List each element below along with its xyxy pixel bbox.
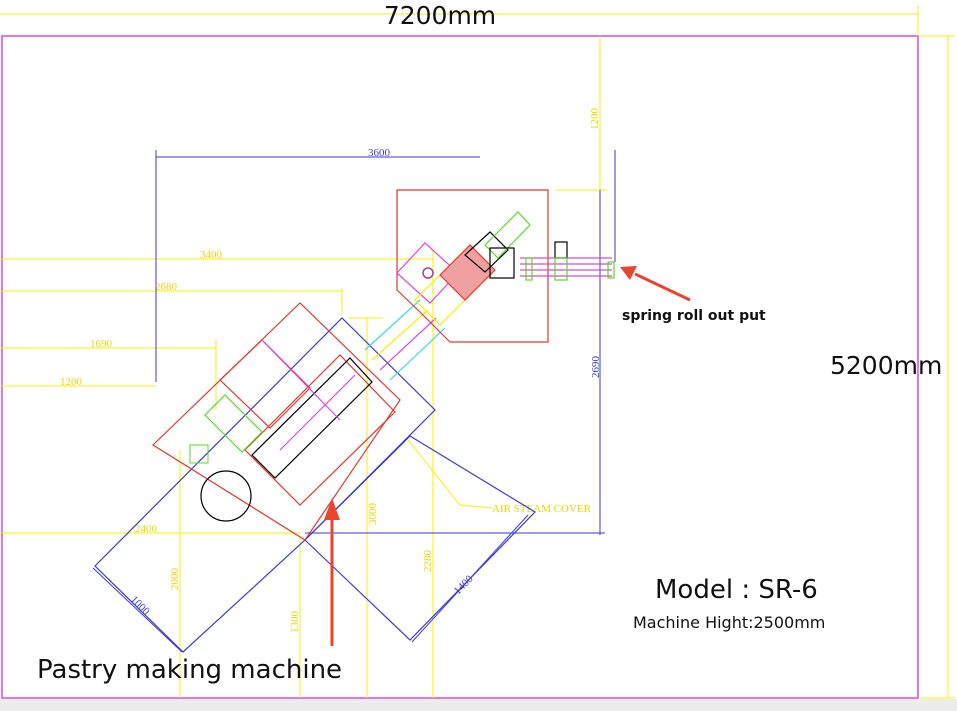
- dim-1200-left: 1200: [60, 376, 83, 388]
- machine-footprint: [94, 317, 536, 653]
- dim-1690: 1690: [90, 338, 113, 350]
- pastry-machine: [152, 302, 401, 541]
- dim-3400: 3400: [200, 249, 223, 261]
- annotation-arrows: [324, 266, 691, 646]
- roller-icon: [422, 267, 434, 279]
- dim-2000: 2000: [169, 568, 181, 591]
- yellow-dimensions: [0, 36, 607, 698]
- room-border: [1, 35, 919, 699]
- air-steam-cover-label: AIR STEAM COVER: [492, 503, 592, 515]
- motor-part: [189, 444, 209, 464]
- overall-dimensions: [0, 6, 955, 699]
- dim-1200-top: 1200: [589, 108, 601, 131]
- dim-2400: 2400: [135, 523, 158, 535]
- width-label: 7200mm: [384, 1, 496, 30]
- conveyor: [364, 299, 446, 381]
- dim-3000: 3000: [367, 503, 379, 526]
- round-tank: [200, 470, 252, 522]
- dim-3600: 3600: [368, 147, 391, 159]
- model-label: Model : SR-6: [655, 575, 818, 605]
- machine-height-label: Machine Hight:2500mm: [633, 613, 825, 632]
- height-label: 5200mm: [830, 351, 942, 380]
- bottom-bar: [0, 699, 957, 711]
- dim-2280: 2280: [422, 550, 434, 573]
- spring-roll-output-label: spring roll out put: [622, 308, 766, 324]
- spring-roll-unit: [396, 189, 615, 343]
- dim-2690: 2690: [590, 356, 602, 379]
- blue-dimensions: [92, 150, 616, 653]
- pastry-machine-label: Pastry making machine: [37, 655, 342, 685]
- dim-2680: 2680: [155, 281, 178, 293]
- dim-1300: 1300: [289, 611, 301, 634]
- dim-1000: 1000: [128, 594, 152, 618]
